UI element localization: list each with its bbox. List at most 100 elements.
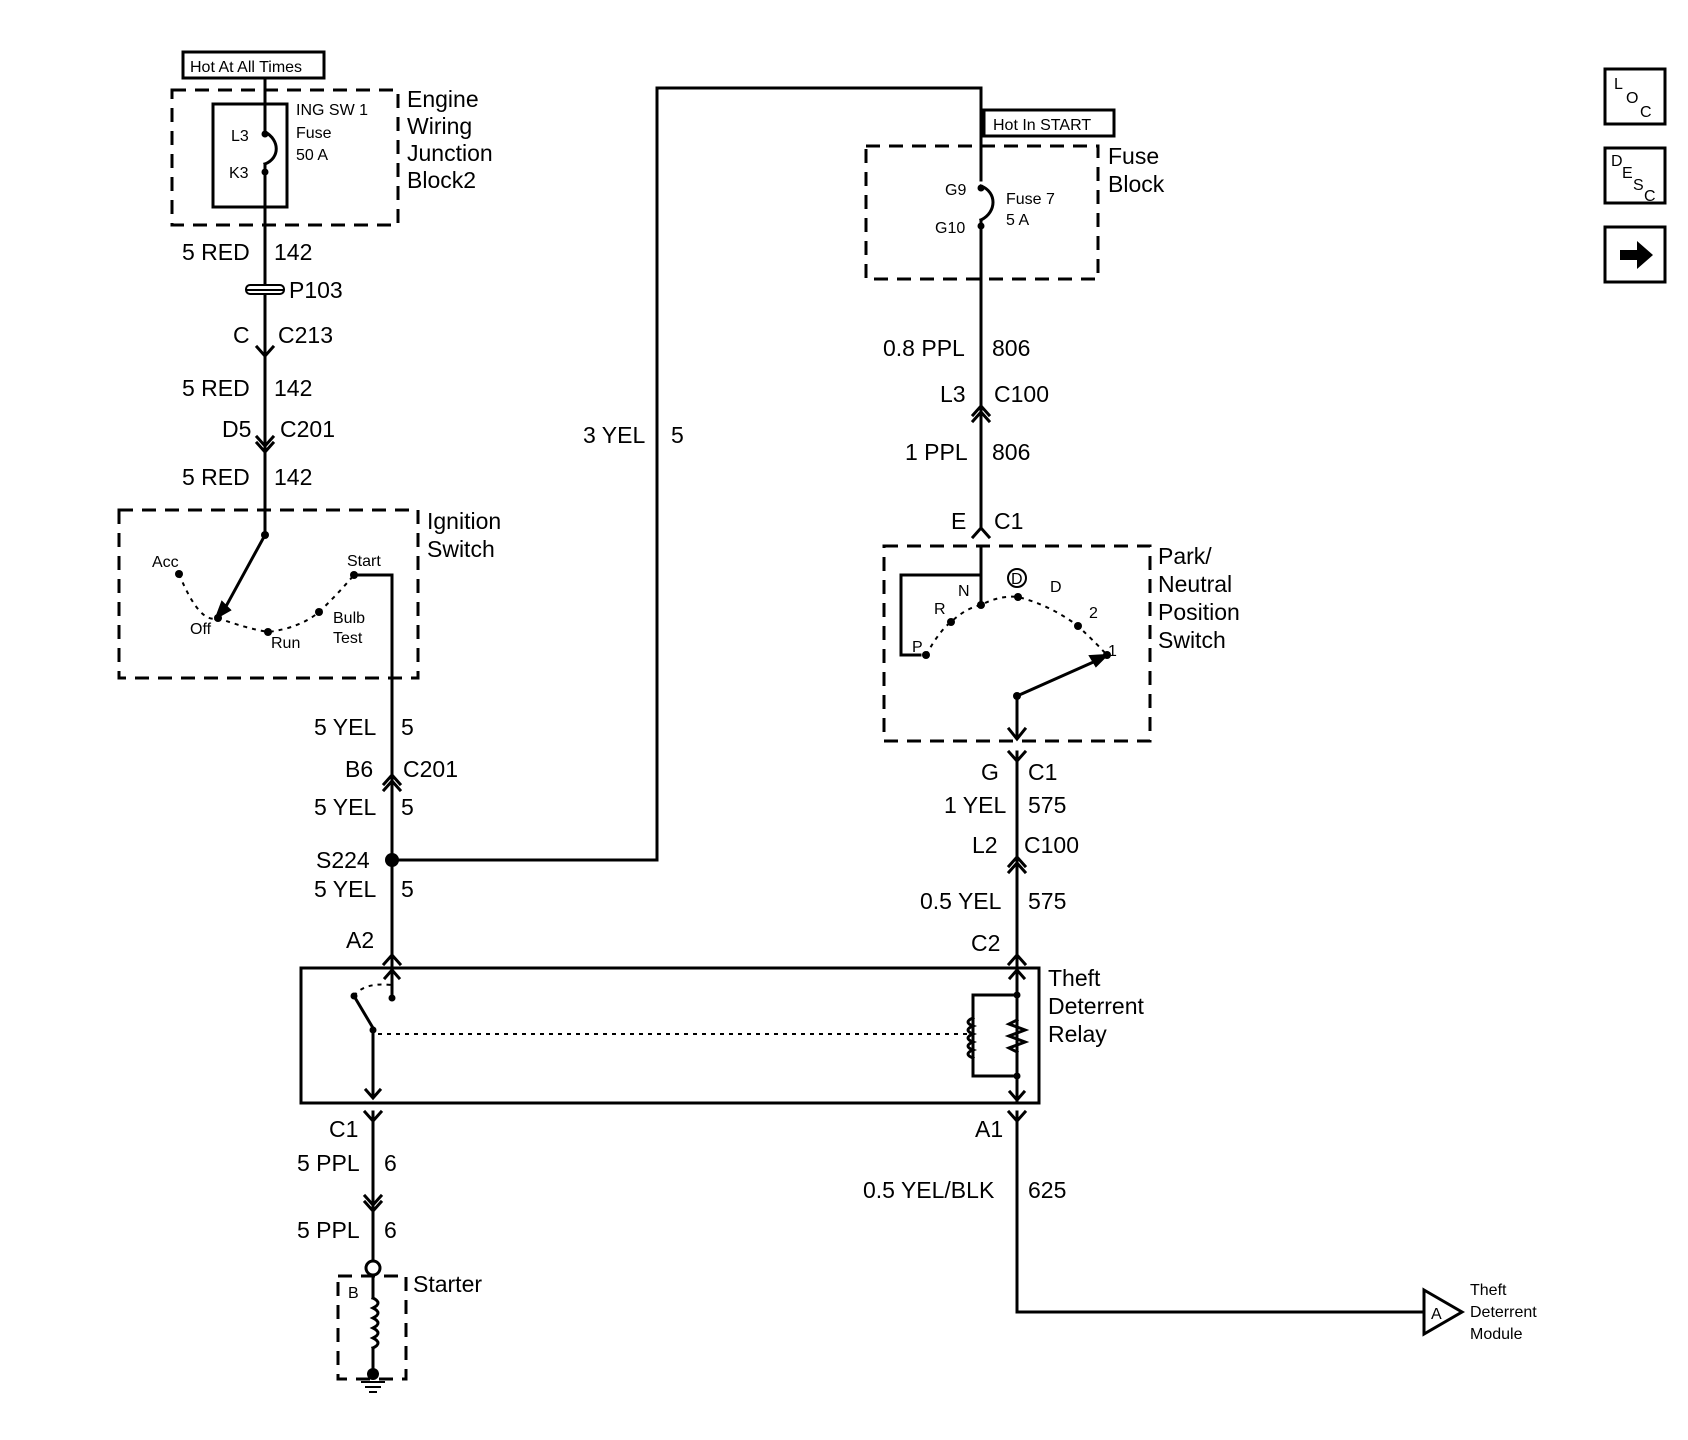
- mid-feed-wire: 3 YEL 5: [390, 86, 983, 862]
- theft-deterrent-relay: Theft Deterrent Relay: [299, 965, 1144, 1105]
- b6-conn: C201: [403, 756, 458, 782]
- wire-gauge-5red-a: 5 RED: [182, 239, 250, 265]
- wire-circuit-142-b: 142: [274, 375, 312, 401]
- c213-pin: C: [233, 322, 250, 348]
- ignition-acc: Acc: [152, 554, 179, 571]
- c201-pin: D5: [222, 416, 251, 442]
- wire-circuit-142-c: 142: [274, 464, 312, 490]
- wire-circuit-6-a: 6: [384, 1150, 397, 1176]
- wire-circuit-575-b: 575: [1028, 888, 1066, 914]
- ewjb-title-4: Block2: [407, 167, 476, 193]
- wire-gauge-5red-b: 5 RED: [182, 375, 250, 401]
- mid-wire-circuit: 5: [671, 422, 684, 448]
- pnp-d: D: [1050, 579, 1062, 596]
- ignition-test: Test: [333, 630, 363, 647]
- ewjb-fuse-name: ING SW 1: [296, 102, 368, 119]
- pnp-1: 1: [1108, 643, 1117, 660]
- wire-circuit-5-a: 5: [401, 714, 414, 740]
- l3-pin: L3: [940, 381, 966, 407]
- pnp-title-2: Neutral: [1158, 571, 1232, 597]
- loc-o: O: [1626, 90, 1638, 107]
- b6-pin: B6: [345, 756, 373, 782]
- connector-c201-b6-symbol: [381, 772, 403, 787]
- description-button[interactable]: D E S C: [1603, 146, 1667, 205]
- c213-label: C213: [278, 322, 333, 348]
- fuse-block-fuse-rating: 5 A: [1006, 212, 1029, 229]
- tdm-title-1: Theft: [1470, 1282, 1507, 1299]
- wire-gauge-5red-c: 5 RED: [182, 464, 250, 490]
- wire-gauge-5ppl-b: 5 PPL: [297, 1217, 360, 1243]
- pnp-title-3: Position: [1158, 599, 1240, 625]
- splice-p103-label: P103: [289, 277, 343, 303]
- wire-gauge-1ppl: 1 PPL: [905, 439, 968, 465]
- mid-wire-gauge: 3 YEL: [583, 422, 645, 448]
- fuse-block-title-2: Block: [1108, 171, 1165, 197]
- fuse-block-fuse-name: Fuse 7: [1006, 191, 1055, 208]
- pnp-title-4: Switch: [1158, 627, 1226, 653]
- starter-pin-b: B: [348, 1285, 359, 1302]
- ground-symbol: [361, 1368, 385, 1393]
- ignition-switch: Acc Off Run Bulb Test Start Ignition Swi…: [117, 508, 501, 862]
- a1-pin: A1: [975, 1116, 1003, 1142]
- splice-pack-p103: [245, 284, 285, 295]
- connector-starter-symbol: [362, 1193, 384, 1208]
- ewjb-pin-k3: K3: [229, 165, 249, 182]
- wire-gauge-5ppl-a: 5 PPL: [297, 1150, 360, 1176]
- a2-pin: A2: [346, 927, 374, 953]
- ewjb-pin-l3: L3: [231, 128, 249, 145]
- c201-label: C201: [280, 416, 335, 442]
- tdm-title-2: Deterrent: [1470, 1304, 1537, 1321]
- connector-c1-e-symbol: [970, 525, 992, 540]
- wire-gauge-05yelblk: 0.5 YEL/BLK: [863, 1177, 995, 1203]
- park-neutral-position-switch: P R N D D 2 1 Park/ Neutral Position Swi…: [882, 543, 1240, 743]
- pnp-d-circled-label: D: [1011, 571, 1023, 588]
- next-button[interactable]: [1603, 225, 1667, 284]
- fuse-block: G9 G10 Fuse 7 5 A Fuse Block: [864, 143, 1165, 530]
- connector-a1-symbol: [1006, 1109, 1028, 1124]
- ignition-off: Off: [190, 621, 212, 638]
- ignition-title-2: Switch: [427, 536, 495, 562]
- ignition-start: Start: [347, 553, 381, 570]
- pnp-n: N: [958, 583, 970, 600]
- tdm-connector-marker: [1422, 1287, 1465, 1337]
- loc-c: C: [1640, 104, 1652, 121]
- tdm-title-3: Module: [1470, 1326, 1523, 1343]
- wire-circuit-142-a: 142: [274, 239, 312, 265]
- connector-c213-symbol: [254, 344, 276, 359]
- relay-coil: [966, 1016, 978, 1060]
- starter-coil: [369, 1295, 380, 1351]
- connector-c100-l2-symbol: [1006, 854, 1028, 869]
- tdm-marker-label: A: [1431, 1306, 1442, 1323]
- pnp-2: 2: [1089, 605, 1098, 622]
- e-conn: C1: [994, 508, 1023, 534]
- loc-l: L: [1614, 76, 1623, 93]
- connector-c1-relay-symbol: [362, 1109, 384, 1124]
- right-upper-wire: 0.8 PPL 806 L3 C100 1 PPL 806 E C1: [883, 335, 1049, 540]
- wire-circuit-5-b: 5: [401, 794, 414, 820]
- splice-s224-label: S224: [316, 847, 370, 873]
- relay-title-1: Theft: [1048, 965, 1101, 991]
- starter-title: Starter: [413, 1271, 482, 1297]
- g-pin: G: [981, 759, 999, 785]
- connector-a2-symbol: [381, 952, 403, 967]
- wire-gauge-5yel-b: 5 YEL: [314, 794, 376, 820]
- fuse-block-pin-g10: G10: [935, 220, 965, 237]
- fuse-block-title-1: Fuse: [1108, 143, 1159, 169]
- pnp-title-1: Park/: [1158, 543, 1212, 569]
- wire-circuit-6-b: 6: [384, 1217, 397, 1243]
- hot-at-all-times-text: Hot At All Times: [190, 59, 302, 76]
- start-circuit-wire: 5 YEL 5 B6 C201 5 YEL 5 S224 5 YEL 5 A2: [314, 714, 458, 970]
- connector-c100-l3-symbol: [970, 403, 992, 418]
- connector-c1-g-symbol: [1006, 749, 1028, 764]
- pnp-p: P: [912, 639, 923, 656]
- location-button[interactable]: L O C: [1603, 67, 1667, 126]
- ignition-run: Run: [271, 635, 300, 652]
- hot-in-start-text: Hot In START: [993, 117, 1091, 134]
- engine-wiring-junction-block: L3 K3 ING SW 1 Fuse 50 A Engine Wiring J…: [170, 76, 493, 247]
- ewjb-title-2: Wiring: [407, 113, 472, 139]
- wire-circuit-575-a: 575: [1028, 792, 1066, 818]
- wire-circuit-625: 625: [1028, 1177, 1066, 1203]
- c2-pin: C2: [971, 930, 1000, 956]
- wire-circuit-806-a: 806: [992, 335, 1030, 361]
